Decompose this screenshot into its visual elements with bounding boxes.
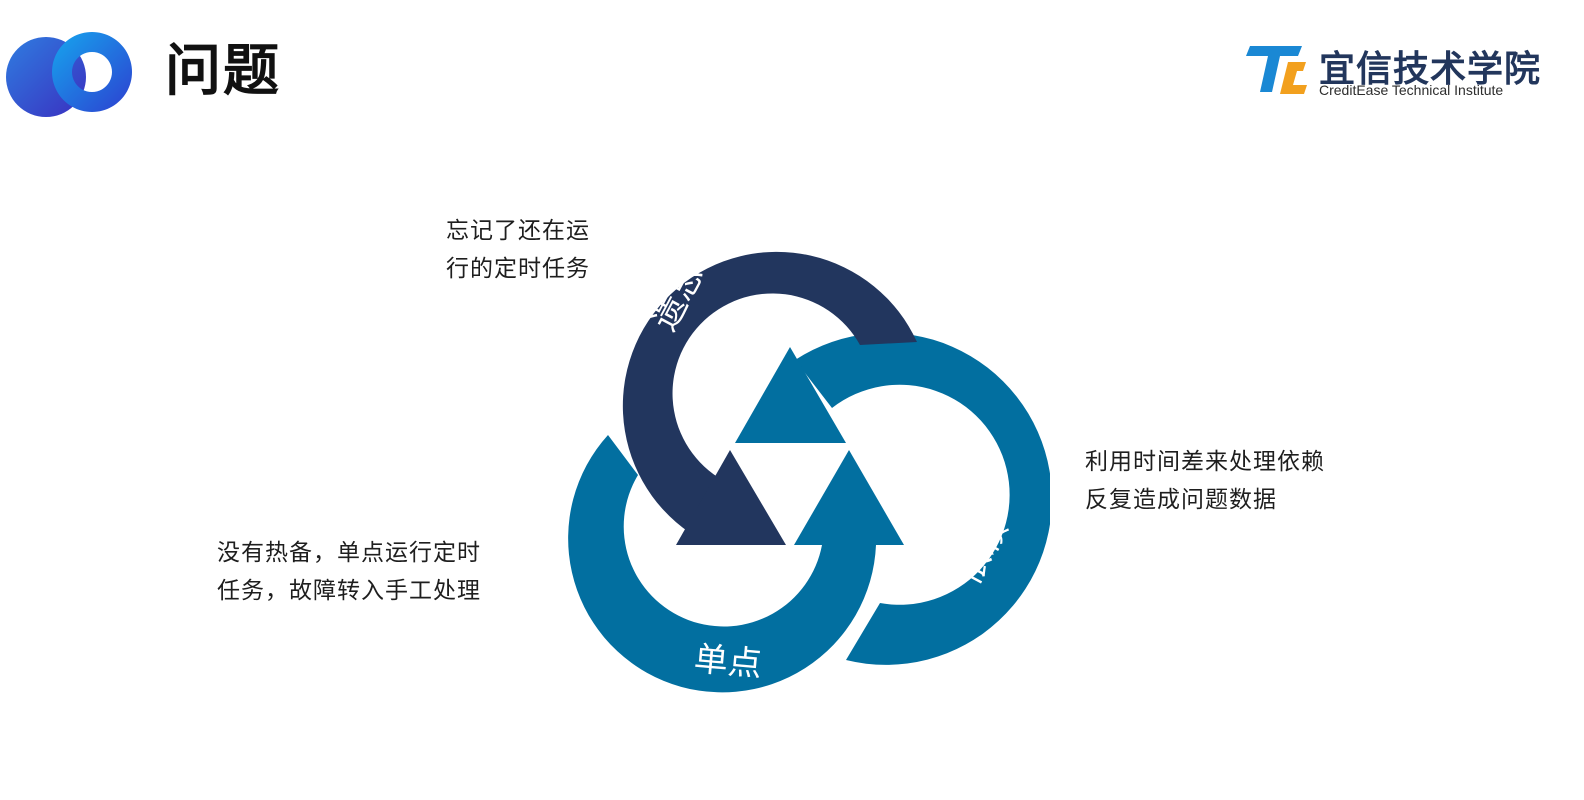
tc-logo-icon — [1246, 46, 1307, 94]
forget-arc — [622, 251, 917, 533]
brand-name: 宜信技术学院 — [1319, 49, 1542, 90]
depend-note-line: 利用时间差来处理依赖 — [1085, 449, 1325, 475]
cycle-diagram: 遗忘 依赖 单点 — [568, 251, 1050, 693]
single-point-note: 没有热备，单点运行定时 任务，故障转入手工处理 — [217, 534, 481, 610]
blue-ring-icon — [6, 32, 133, 117]
forget-note: 忘记了还在运 行的定时任务 — [446, 212, 590, 288]
single-point-arrowhead — [794, 450, 904, 545]
forget-note-line: 行的定时任务 — [446, 256, 590, 282]
brand-subtitle: CreditEase Technical Institute — [1319, 82, 1504, 98]
single-point-note-line: 没有热备，单点运行定时 — [217, 540, 481, 566]
page-title: 问题 — [165, 39, 281, 104]
single-point-note-line: 任务，故障转入手工处理 — [217, 578, 481, 604]
forget-note-line: 忘记了还在运 — [446, 218, 590, 244]
depend-note: 利用时间差来处理依赖 反复造成问题数据 — [1085, 443, 1325, 519]
depend-note-line: 反复造成问题数据 — [1085, 487, 1277, 513]
single-point-label: 单点 — [692, 639, 763, 685]
depend-arrowhead — [735, 347, 846, 443]
forget-arrowhead — [676, 450, 786, 545]
single-point-arc — [568, 435, 876, 693]
depend-arc — [795, 332, 1050, 665]
brand-logo: 宜信技术学院 CreditEase Technical Institute — [1246, 40, 1546, 102]
